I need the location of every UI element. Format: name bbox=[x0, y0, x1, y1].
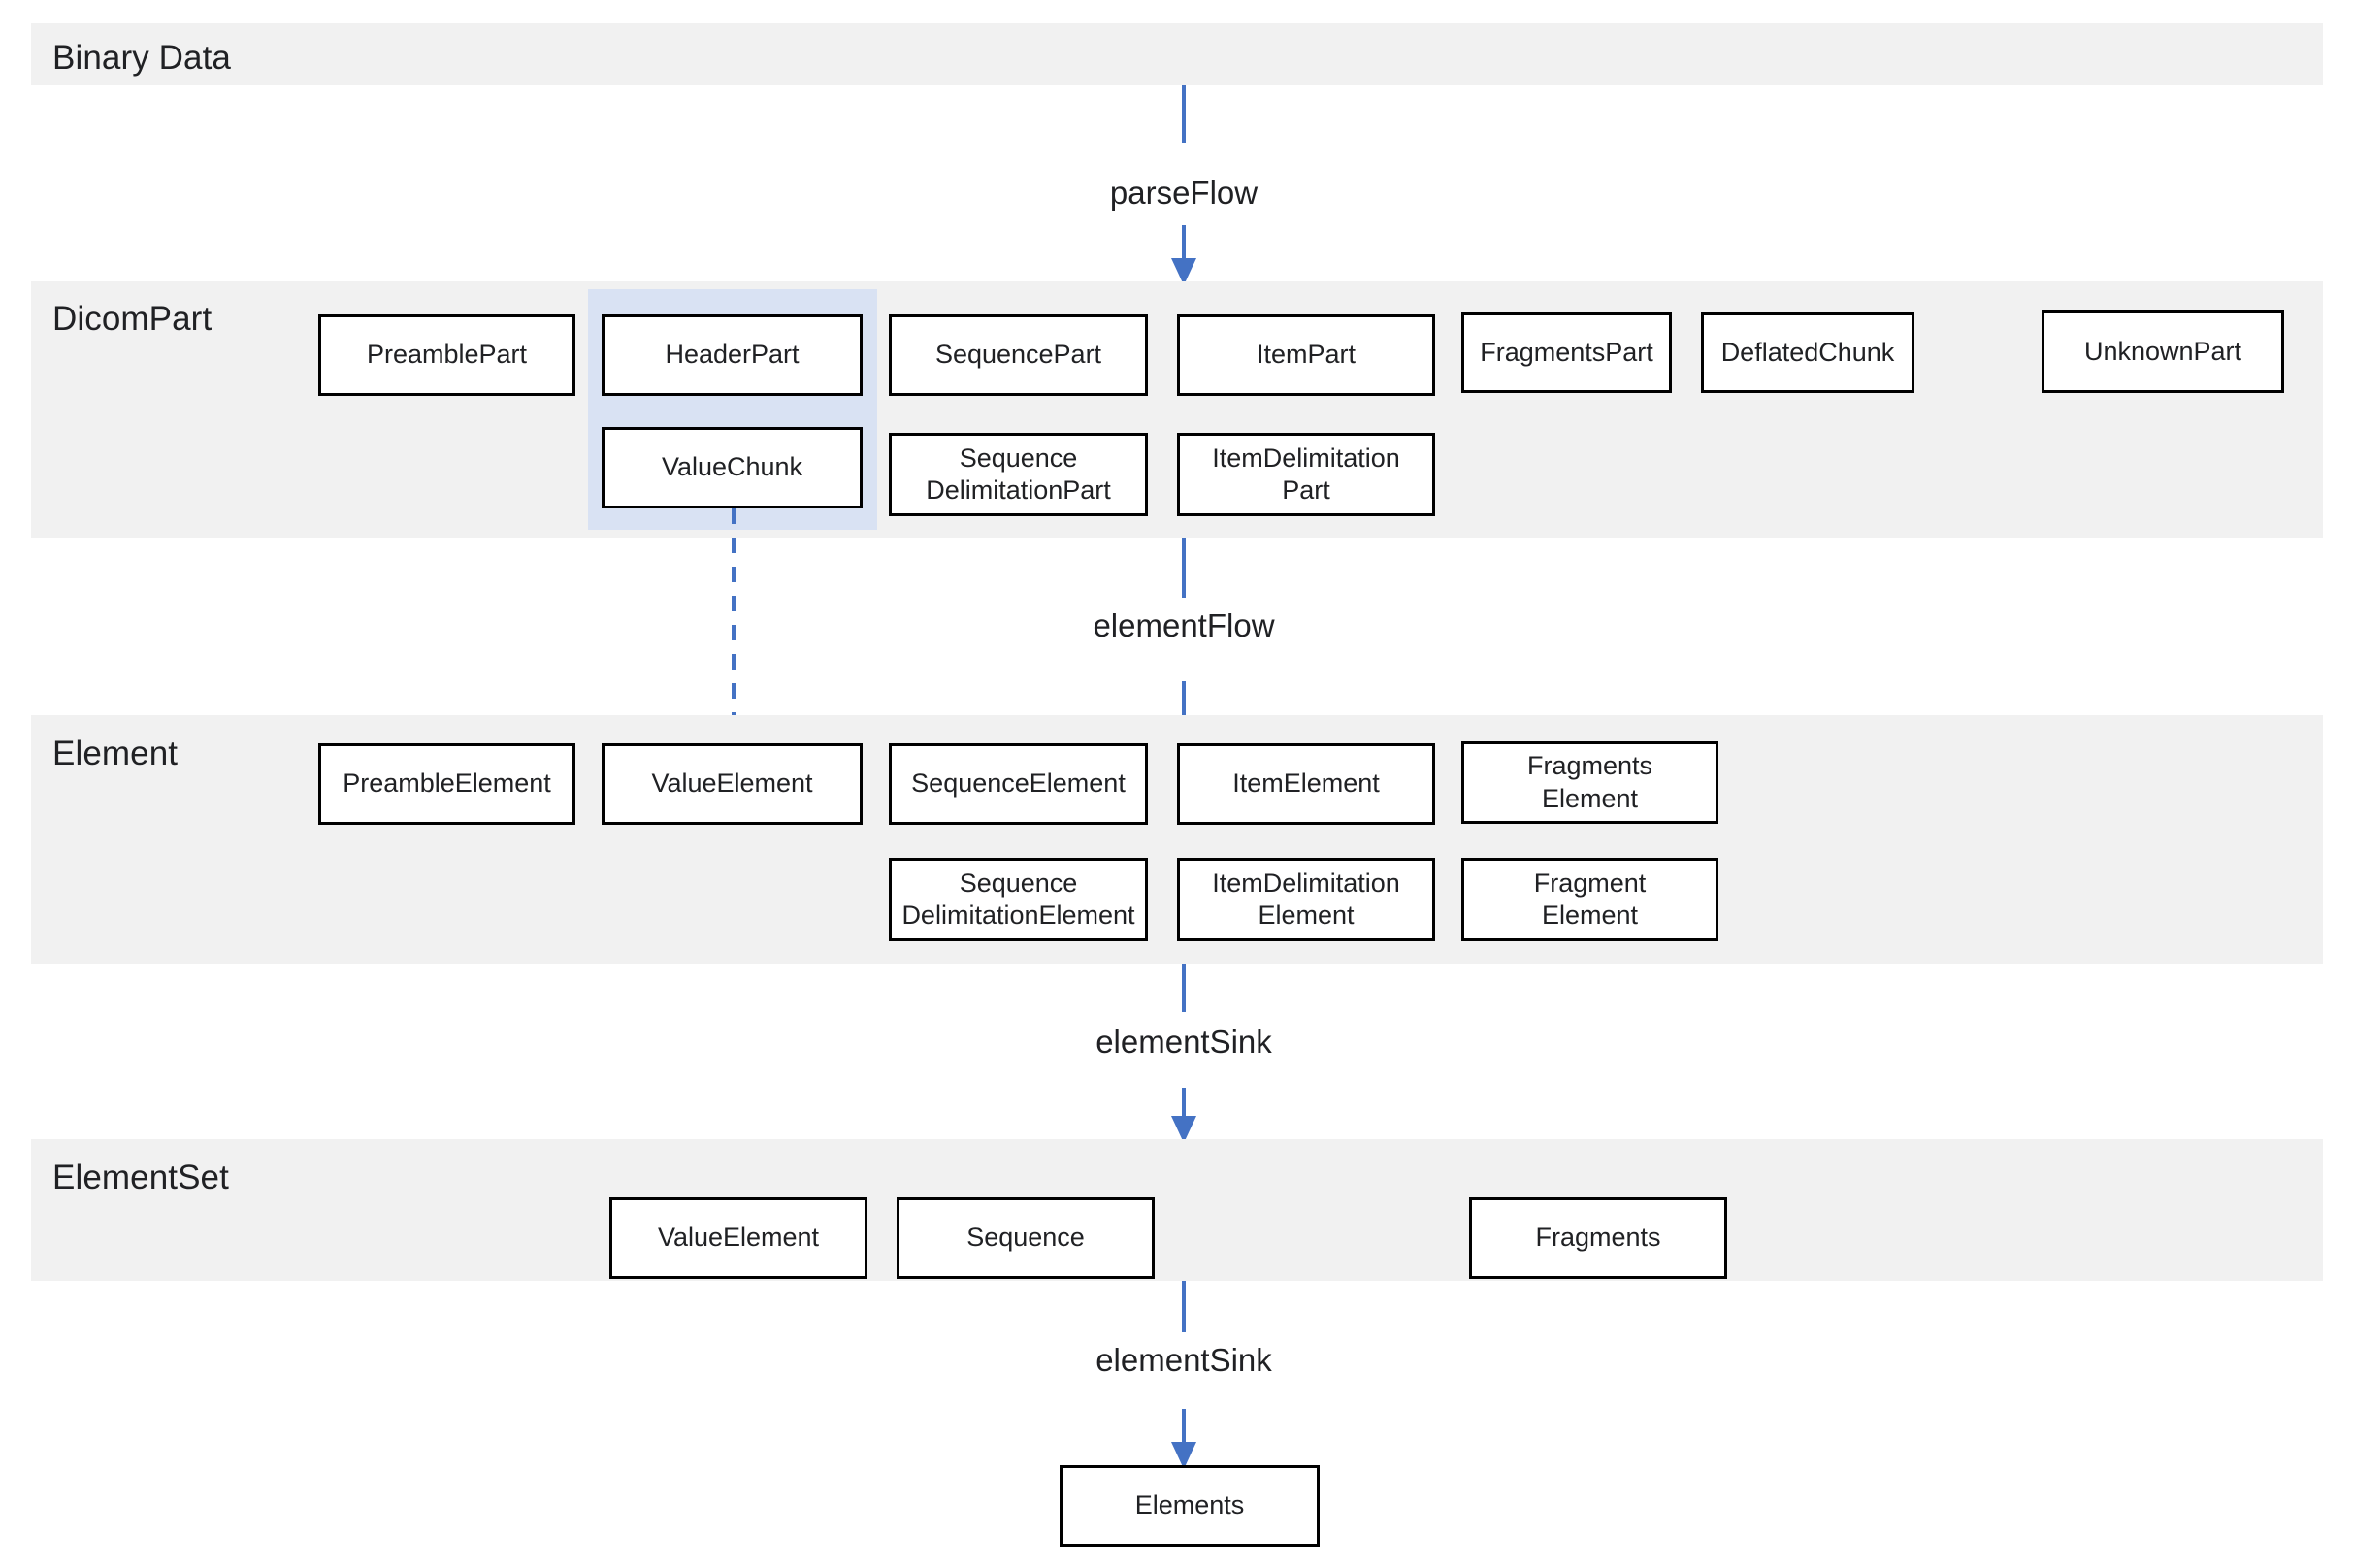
node-sequencedelimitationpart[interactable]: Sequence DelimitationPart bbox=[889, 433, 1148, 516]
node-label: ValueChunk bbox=[661, 452, 803, 482]
node-label: HeaderPart bbox=[665, 340, 800, 370]
node-label: PreamblePart bbox=[366, 340, 528, 370]
flow-elementsink-2-arrow bbox=[1171, 1281, 1196, 1469]
node-label-line1: ItemDelimitation bbox=[1212, 442, 1400, 473]
node-label: DeflatedChunk bbox=[1720, 337, 1895, 367]
node-label: Sequence bbox=[966, 1223, 1085, 1253]
node-sequencedelimitationelement[interactable]: Sequence DelimitationElement bbox=[889, 858, 1148, 941]
node-preambleelement[interactable]: PreambleElement bbox=[318, 743, 575, 825]
flow-parseflow-arrow bbox=[1171, 85, 1196, 285]
node-elementset-sequence[interactable]: Sequence bbox=[897, 1197, 1155, 1279]
node-label: UnknownPart bbox=[2083, 336, 2242, 366]
node-label-line2: DelimitationElement bbox=[901, 900, 1135, 930]
node-label: ValueElement bbox=[657, 1223, 820, 1253]
flow-label-parseflow: parseFlow bbox=[1109, 175, 1259, 211]
node-label-line1: Fragments bbox=[1526, 751, 1653, 781]
node-label-line2: Element bbox=[1258, 900, 1355, 930]
node-label: ValueElement bbox=[651, 768, 813, 799]
node-elementset-valueelement[interactable]: ValueElement bbox=[609, 1197, 867, 1279]
node-label-line2: Element bbox=[1541, 783, 1639, 813]
node-label-line1: Sequence bbox=[959, 442, 1078, 473]
node-label-line1: Fragment bbox=[1533, 867, 1647, 898]
band-label-element: Element bbox=[52, 735, 179, 772]
flow-label-elementsink-1: elementSink bbox=[1095, 1024, 1272, 1060]
node-preamblepart[interactable]: PreamblePart bbox=[318, 314, 575, 396]
node-label: Elements bbox=[1134, 1490, 1245, 1520]
node-valuechunk[interactable]: ValueChunk bbox=[602, 427, 863, 508]
node-fragmentselement[interactable]: Fragments Element bbox=[1461, 741, 1718, 824]
node-itemdelimitationelement[interactable]: ItemDelimitation Element bbox=[1177, 858, 1435, 941]
node-fragmentelement[interactable]: Fragment Element bbox=[1461, 858, 1718, 941]
band-binary-data bbox=[31, 23, 2323, 85]
node-sequencepart[interactable]: SequencePart bbox=[889, 314, 1148, 396]
node-itemdelimitationpart[interactable]: ItemDelimitation Part bbox=[1177, 433, 1435, 516]
node-unknownpart[interactable]: UnknownPart bbox=[2042, 310, 2284, 393]
flow-elementsink-1-arrow bbox=[1171, 964, 1196, 1143]
flow-valuechunk-to-valueelement-arrow bbox=[721, 508, 746, 745]
band-label-element-set: ElementSet bbox=[52, 1159, 229, 1196]
flow-label-elementsink-2: elementSink bbox=[1095, 1342, 1272, 1378]
node-headerpart[interactable]: HeaderPart bbox=[602, 314, 863, 396]
node-label: Fragments bbox=[1535, 1223, 1661, 1253]
node-deflatedchunk[interactable]: DeflatedChunk bbox=[1701, 312, 1914, 393]
node-label-line1: Sequence bbox=[959, 867, 1078, 898]
node-label-line2: Element bbox=[1541, 900, 1639, 930]
node-itempart[interactable]: ItemPart bbox=[1177, 314, 1435, 396]
node-label-line2: DelimitationPart bbox=[926, 475, 1111, 505]
node-valueelement[interactable]: ValueElement bbox=[602, 743, 863, 825]
node-elements[interactable]: Elements bbox=[1060, 1465, 1320, 1547]
node-fragmentspart[interactable]: FragmentsPart bbox=[1461, 312, 1672, 393]
node-itemelement[interactable]: ItemElement bbox=[1177, 743, 1435, 825]
node-label: PreambleElement bbox=[343, 768, 551, 799]
node-sequenceelement[interactable]: SequenceElement bbox=[889, 743, 1148, 825]
node-label-line2: Part bbox=[1282, 475, 1330, 505]
band-element-set bbox=[31, 1139, 2323, 1281]
band-label-binary-data: Binary Data bbox=[52, 39, 231, 77]
node-label: ItemPart bbox=[1256, 340, 1357, 370]
node-label: FragmentsPart bbox=[1480, 337, 1653, 367]
node-label: SequenceElement bbox=[911, 768, 1126, 799]
flow-label-elementflow: elementFlow bbox=[1093, 607, 1275, 643]
node-label: SequencePart bbox=[934, 340, 1102, 370]
node-elementset-fragments[interactable]: Fragments bbox=[1469, 1197, 1727, 1279]
node-label: ItemElement bbox=[1232, 768, 1380, 799]
node-label-line1: ItemDelimitation bbox=[1212, 867, 1400, 898]
band-label-dicom-part: DicomPart bbox=[52, 300, 213, 338]
